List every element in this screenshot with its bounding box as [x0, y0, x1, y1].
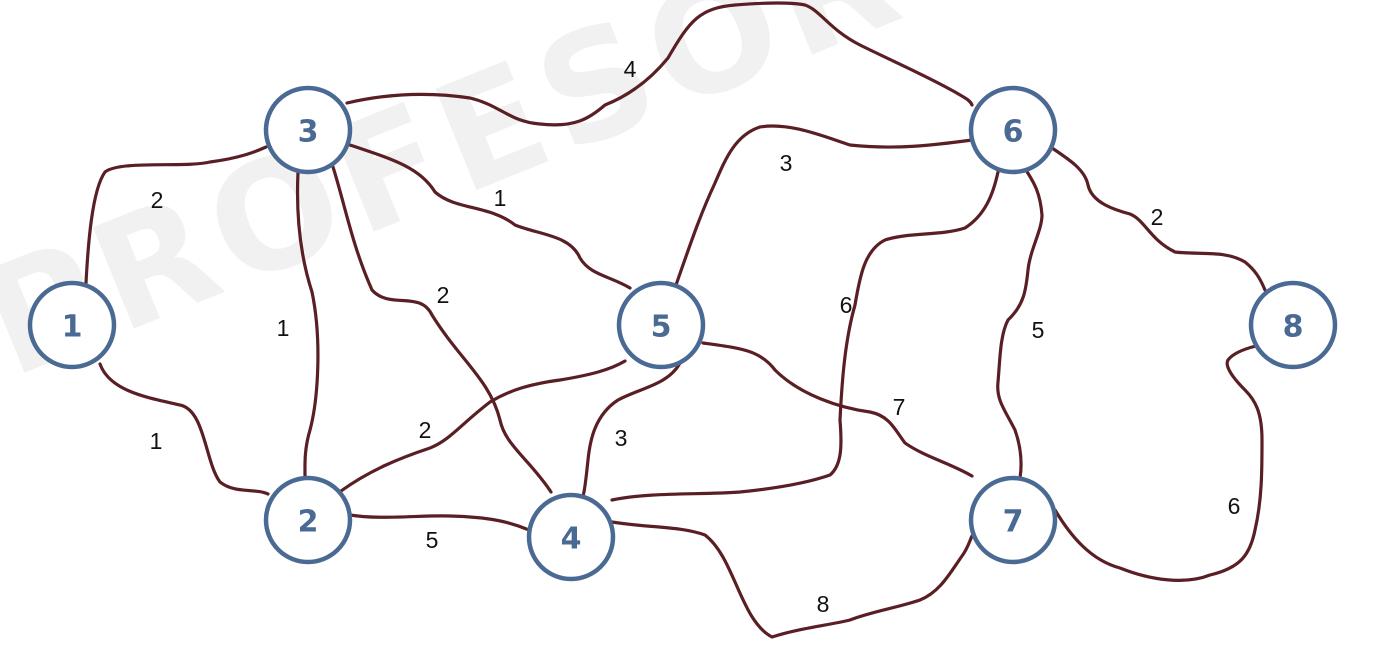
node-label-3: 3 [298, 115, 319, 150]
edge-weight-4-7: 8 [817, 591, 830, 617]
node-circle-5 [616, 280, 706, 370]
node-circle-2 [263, 475, 353, 565]
node-circle-3 [263, 85, 353, 175]
edge-5-4 [581, 361, 682, 498]
edge-5-6 [674, 124, 974, 287]
edge-1-2 [98, 362, 270, 496]
edge-weight-3-5: 1 [494, 185, 507, 211]
node-circle-7 [968, 475, 1058, 565]
node-2: 2 [263, 475, 353, 565]
node-label-6: 6 [1003, 115, 1024, 150]
node-label-4: 4 [561, 522, 582, 557]
edge-weight-2-4: 5 [426, 527, 439, 553]
node-label-1: 1 [62, 310, 83, 345]
node-circle-1 [27, 280, 117, 370]
node-1: 1 [27, 280, 117, 370]
edges-layer [84, 1, 1267, 639]
edge-4-6 [610, 170, 1000, 502]
edge-3-2 [295, 170, 320, 480]
edge-2-4 [348, 513, 531, 532]
edge-weight-5-6: 3 [780, 150, 793, 176]
edge-weight-3-6: 4 [624, 56, 637, 82]
edge-weight-4-6: 6 [840, 292, 853, 318]
edge-weight-1-2: 1 [150, 428, 163, 454]
edge-weight-3-4: 2 [437, 282, 450, 308]
edge-1-3 [84, 145, 268, 285]
edge-7-8 [1053, 344, 1264, 582]
edge-weight-2-5: 2 [419, 417, 432, 443]
weights-layer: 2 1 1 2 1 4 2 5 3 3 7 6 8 5 2 6 [150, 56, 1241, 617]
node-label-2: 2 [298, 505, 319, 540]
node-3: 3 [263, 85, 353, 175]
edge-weight-5-7: 7 [893, 394, 906, 420]
node-5: 5 [616, 280, 706, 370]
edge-3-4 [331, 165, 553, 494]
edge-5-7 [701, 341, 974, 478]
node-label-8: 8 [1283, 310, 1304, 345]
node-label-7: 7 [1003, 505, 1024, 540]
edge-3-5 [348, 143, 632, 290]
node-circle-8 [1248, 280, 1338, 370]
node-7: 7 [968, 475, 1058, 565]
edge-weight-5-4: 3 [615, 425, 628, 451]
nodes-layer: 1 2 3 4 5 6 7 8 [27, 85, 1338, 582]
edge-4-7 [610, 520, 974, 639]
edge-weight-6-7: 5 [1032, 317, 1045, 343]
edge-6-8 [1050, 146, 1267, 292]
edge-3-6 [345, 1, 974, 127]
node-6: 6 [968, 85, 1058, 175]
node-4: 4 [526, 492, 616, 582]
node-circle-4 [526, 492, 616, 582]
node-circle-6 [968, 85, 1058, 175]
node-8: 8 [1248, 280, 1338, 370]
edge-weight-3-2: 1 [277, 315, 290, 341]
edge-2-5 [339, 359, 627, 493]
edge-weight-7-8: 6 [1228, 493, 1241, 519]
edge-weight-1-3: 2 [151, 187, 164, 213]
edge-6-7 [996, 168, 1044, 480]
edge-weight-6-8: 2 [1151, 204, 1164, 230]
node-label-5: 5 [651, 310, 672, 345]
